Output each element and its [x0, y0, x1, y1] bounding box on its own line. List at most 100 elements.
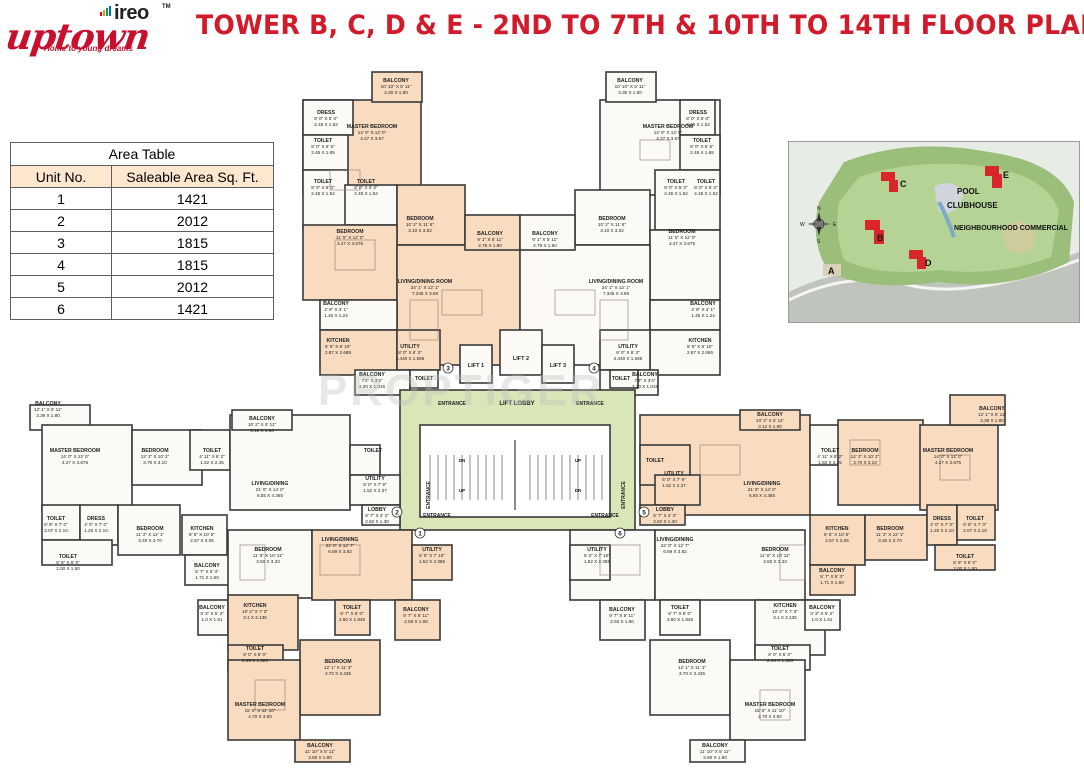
furniture-shape [599, 299, 629, 341]
room-balcony-3b [464, 214, 521, 251]
room-balcony-6b [804, 599, 841, 631]
site-label-e: E [1003, 170, 1009, 180]
unit-cell: 5 [10, 275, 112, 298]
room-balcony-6a [599, 599, 646, 641]
unit-cell: 1 [10, 187, 112, 210]
unit-number-6: 6 [618, 530, 622, 537]
area-table-header-area: Saleable Area Sq. Ft. [111, 165, 274, 188]
furniture-shape [939, 454, 971, 481]
site-label-commercial: NEIGHBOURHOOD COMMERCIAL [954, 225, 1069, 232]
room-balcony-1b [394, 599, 441, 641]
room-lift-3 [541, 344, 575, 384]
lift-1-label: LIFT 1 [468, 363, 484, 369]
unit-number-4: 4 [592, 365, 596, 372]
entrance-label-top-right: ENTRANCE [576, 401, 604, 407]
logo-trademark: TM [162, 4, 171, 10]
furniture-shape [334, 239, 376, 271]
area-cell: 1815 [111, 231, 274, 254]
compass-icon: N S E W [800, 206, 837, 245]
room-balcony-3 [371, 71, 423, 103]
plan-room-shapes [29, 71, 1006, 763]
room-utility-6 [569, 544, 611, 581]
room-toilet-2c [41, 539, 113, 566]
area-table-caption: Area Table [10, 142, 274, 166]
area-table: Area Table Unit No. Saleable Area Sq. Ft… [10, 142, 274, 320]
room-toilet-1a [334, 599, 371, 636]
room-toilet-3c [344, 184, 398, 226]
unit-number-badge [588, 362, 600, 374]
room-label-toilet-3d: TOILET [415, 376, 434, 382]
furniture-shape [849, 439, 881, 466]
furniture-shape [254, 679, 286, 711]
site-label-b: B [877, 233, 884, 243]
room-utility-5 [654, 474, 701, 506]
room-label-toilet-5d: TOILET [646, 458, 665, 464]
furniture-shape [699, 444, 741, 476]
site-label-pool: POOL [957, 187, 980, 196]
room-balcony-2c [231, 409, 293, 431]
unit-number-badge [442, 362, 454, 374]
logo-brand-text: ireo [114, 2, 149, 24]
room-living-2 [229, 414, 351, 511]
area-cell: 2012 [111, 209, 274, 232]
room-master-bedroom-6 [729, 659, 806, 741]
stair-dn-label-right: DN [575, 488, 582, 493]
area-cell: 1421 [111, 297, 274, 320]
entrance-label-bottom-right: ENTRANCE [591, 513, 619, 519]
room-master-bedroom-2 [41, 424, 133, 511]
area-cell: 2012 [111, 275, 274, 298]
watermark-text: PROPTIGER [318, 366, 604, 415]
site-label-c: C [900, 179, 907, 189]
furniture-shape [441, 289, 483, 316]
furniture-shape [319, 544, 361, 576]
room-master-bedroom-1 [227, 659, 301, 741]
logo-tagline: Home to young dreams [44, 44, 133, 53]
unit-cell: 4 [10, 253, 112, 276]
furniture-shape [779, 544, 806, 581]
unit-cell: 6 [10, 297, 112, 320]
stair-up-label-left: UP [459, 488, 465, 493]
room-toilet-4a [679, 134, 721, 171]
room-balcony-5b [949, 394, 1006, 426]
page-title: TOWER B, C, D & E - 2ND TO 7TH & 10TH TO… [196, 10, 1084, 41]
room-lift-1 [459, 344, 493, 384]
area-table-header-unit: Unit No. [10, 165, 112, 188]
